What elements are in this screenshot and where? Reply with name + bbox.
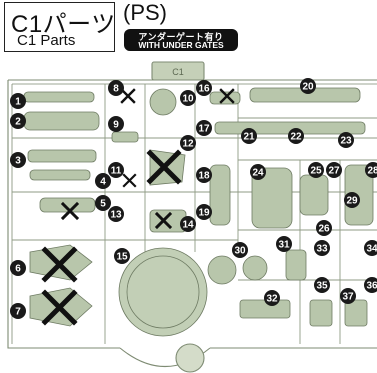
callout-badge (196, 204, 212, 220)
callout-badge (114, 248, 130, 264)
callout-badge (340, 288, 356, 304)
callout-badge (196, 120, 212, 136)
callout-number: 18 (198, 171, 210, 182)
callout-number: 10 (182, 94, 194, 105)
callout-number: 5 (100, 199, 106, 210)
callout-badge (344, 192, 360, 208)
callout-badge (232, 242, 248, 258)
callout-number: 8 (113, 84, 119, 95)
callout-badge (108, 80, 124, 96)
callout-badge (338, 132, 354, 148)
callout-number: 12 (182, 139, 194, 150)
callout-badge (364, 277, 377, 293)
callout-badge (250, 164, 266, 180)
callout-number: 2 (15, 117, 21, 128)
callout-badge (108, 162, 124, 178)
callout-number: 28 (367, 166, 377, 177)
parts-title: C1パーツ (11, 11, 116, 38)
callout-badge (196, 167, 212, 183)
callout-badge (288, 128, 304, 144)
callout-number: 34 (366, 244, 377, 255)
callout-number: 37 (342, 292, 354, 303)
callout-number: 30 (234, 246, 246, 257)
unused-mark (154, 211, 173, 230)
parts-subtitle: C1 Parts (17, 32, 76, 49)
callout-badge (10, 152, 26, 168)
callout-badge (10, 303, 26, 319)
callout-number: 7 (15, 307, 21, 318)
callout-badge (241, 128, 257, 144)
runner-tag: C1 (172, 67, 184, 77)
callout-number: 13 (110, 210, 122, 221)
callout-badge (108, 206, 124, 222)
callout-badge (314, 277, 330, 293)
callout-badge (180, 90, 196, 106)
callout-number: 27 (328, 166, 340, 177)
under-gate-en: WITH UNDER GATES (138, 40, 224, 50)
callout-badge (326, 162, 342, 178)
callout-number: 24 (252, 168, 264, 179)
callout-number: 32 (266, 294, 278, 305)
parts-header: C1パーツ C1 Parts (4, 2, 115, 52)
callout-number: 3 (15, 156, 21, 167)
callout-number: 20 (302, 82, 314, 93)
callout-number: 35 (316, 281, 328, 292)
callout-number: 6 (15, 264, 21, 275)
material-label: (PS) (123, 0, 167, 25)
unused-mark (146, 149, 182, 185)
callout-badge (180, 216, 196, 232)
callout-number: 4 (100, 177, 106, 188)
callout-badge (314, 240, 330, 256)
unused-mark (41, 289, 78, 326)
callout-number: 19 (198, 208, 210, 219)
under-gate-badge: アンダーゲート有り WITH UNDER GATES (124, 29, 238, 51)
callout-badge (108, 116, 124, 132)
unused-mark (41, 246, 78, 283)
callout-number: 21 (243, 132, 255, 143)
callout-number: 9 (113, 120, 119, 131)
callout-badge (10, 113, 26, 129)
unused-mark (219, 88, 235, 104)
unused-mark (122, 173, 137, 188)
callout-number: 26 (318, 224, 330, 235)
callout-badge (308, 162, 324, 178)
callout-number: 33 (316, 244, 328, 255)
callout-badge (180, 135, 196, 151)
callout-number: 23 (340, 136, 352, 147)
callout-number: 15 (116, 252, 128, 263)
callout-number: 11 (111, 166, 122, 177)
callout-badge (300, 78, 316, 94)
callout-number: 25 (310, 166, 322, 177)
callout-number: 1 (15, 97, 21, 108)
callout-number: 14 (182, 220, 194, 231)
callout-number: 16 (198, 84, 210, 95)
callout-number: 22 (290, 132, 302, 143)
callout-badge (196, 80, 212, 96)
callout-number: 17 (198, 124, 210, 135)
callout-badge (95, 195, 111, 211)
callout-number: 36 (366, 281, 377, 292)
callout-badge (365, 162, 377, 178)
unused-mark (120, 88, 136, 104)
callout-badge (276, 236, 292, 252)
callout-number: 29 (346, 196, 358, 207)
callout-badge (264, 290, 280, 306)
callout-badge (10, 260, 26, 276)
callout-badge (364, 240, 377, 256)
callout-badge (95, 173, 111, 189)
callout-number: 31 (278, 240, 290, 251)
callout-badge (316, 220, 332, 236)
unused-mark (60, 201, 80, 221)
under-gate-jp: アンダーゲート有り (138, 32, 224, 42)
callout-badge (10, 93, 26, 109)
